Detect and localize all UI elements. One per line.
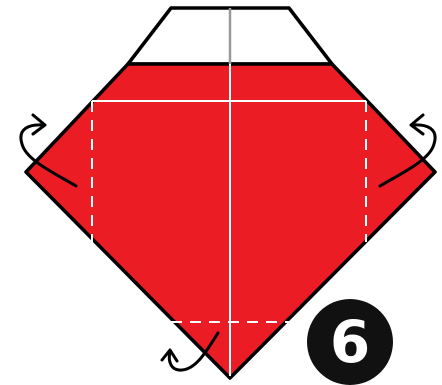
- step-number-badge: 6: [307, 299, 393, 385]
- step-number: 6: [330, 308, 370, 376]
